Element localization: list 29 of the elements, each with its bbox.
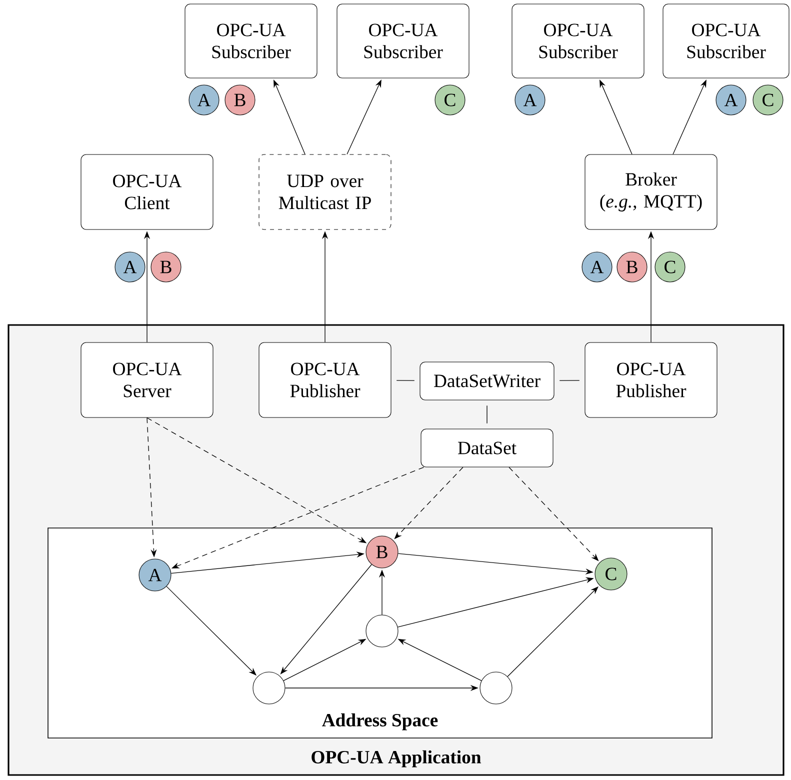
node-badge: B <box>150 252 182 282</box>
graph-node <box>480 672 512 704</box>
component-box: DataSet <box>420 428 554 468</box>
component-box: OPC-UA Subscriber <box>512 4 644 78</box>
node-badge: A <box>716 84 746 116</box>
component-box: OPC-UA Publisher <box>258 342 392 418</box>
node-badge: C <box>654 252 686 282</box>
node-badge: C <box>434 84 466 116</box>
component-box: OPC-UA Subscriber <box>662 4 790 78</box>
node-badge: A <box>114 252 146 282</box>
component-box: OPC-UA Subscriber <box>336 4 470 78</box>
component-box: Broker (e.g., MQTT) <box>584 154 718 230</box>
node-badge: A <box>514 84 546 116</box>
node-badge: B <box>224 84 256 116</box>
graph-node: A <box>138 558 172 592</box>
component-box: OPC-UA Publisher <box>584 342 718 418</box>
component-box: OPC-UA Server <box>80 342 214 418</box>
graph-node <box>366 614 398 648</box>
node-badge: C <box>752 84 784 116</box>
component-box: OPC-UA Client <box>80 154 214 230</box>
node-badge: B <box>616 252 648 282</box>
network-box: UDP over Multicast IP <box>258 154 392 230</box>
node-badge: A <box>582 252 612 282</box>
graph-node <box>252 672 286 704</box>
component-box: OPC-UA Subscriber <box>184 4 318 78</box>
component-box: DataSetWriter <box>420 362 554 400</box>
graph-node: C <box>594 558 628 590</box>
graph-node: B <box>366 536 398 568</box>
node-badge: A <box>188 84 220 116</box>
